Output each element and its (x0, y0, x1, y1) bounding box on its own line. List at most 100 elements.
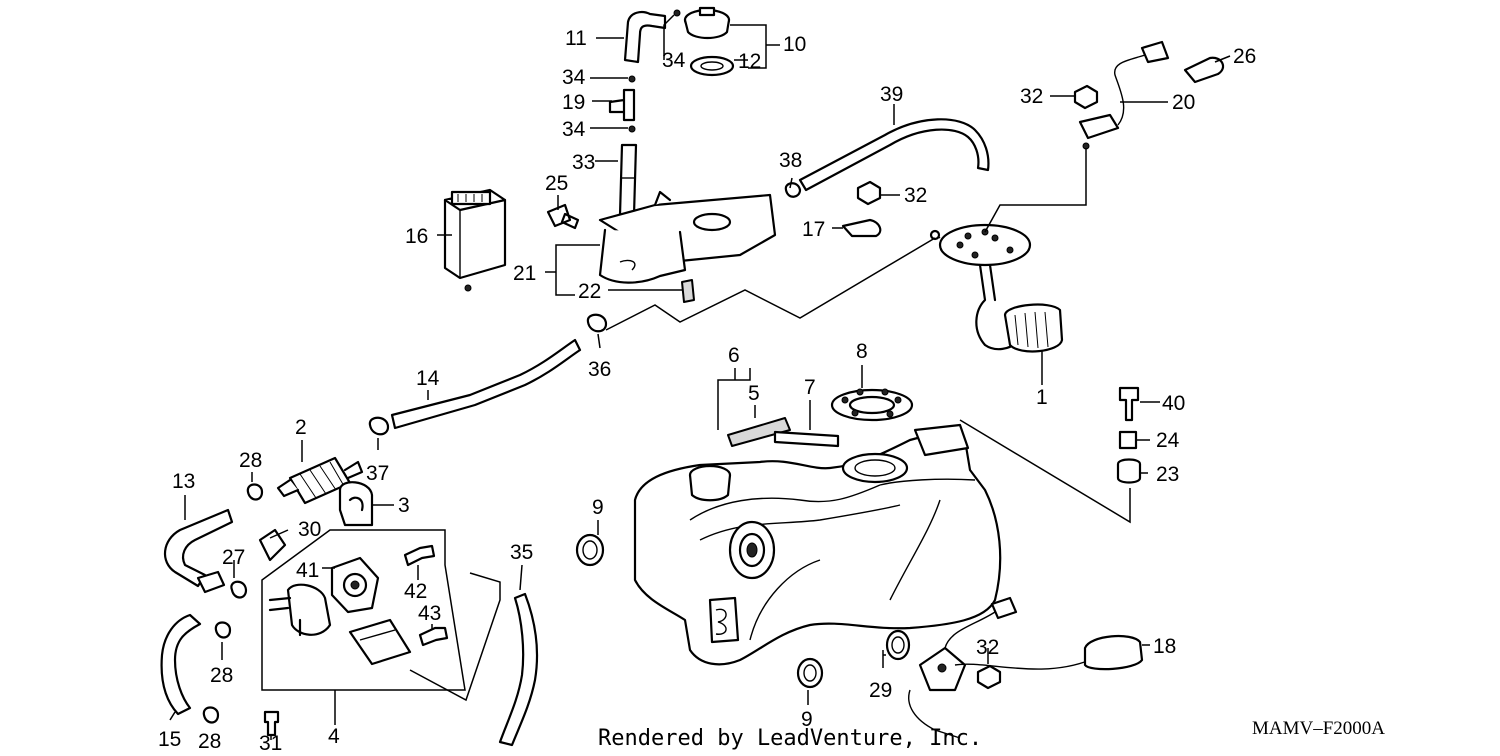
check-valve (546, 203, 580, 230)
callout-5: 5 (748, 382, 760, 405)
callout-29: 29 (869, 679, 892, 702)
render-credit: Rendered by LeadVenture, Inc. (598, 726, 982, 751)
fuel-pump-assembly (929, 223, 1064, 353)
clip (586, 313, 608, 333)
callout-18: 18 (1153, 635, 1176, 658)
callout-27: 27 (222, 546, 245, 569)
callout-28: 28 (210, 664, 233, 687)
wire-clip (1183, 56, 1225, 84)
clip (230, 580, 248, 599)
leader-lines (169, 14, 1231, 740)
callout-26: 26 (1233, 45, 1256, 68)
callout-13: 13 (172, 470, 195, 493)
callout-25: 25 (545, 172, 568, 195)
wire-harness (1078, 40, 1170, 150)
callout-6: 6 (728, 344, 740, 367)
hose-segment (618, 143, 638, 217)
clip (368, 416, 390, 436)
cap-gasket (689, 55, 735, 77)
callout-3: 3 (398, 494, 410, 517)
callout-19: 19 (562, 91, 585, 114)
callout-31: 31 (259, 732, 282, 755)
callout-34: 34 (662, 49, 686, 72)
callout-40: 40 (1162, 392, 1185, 415)
callout-12: 12 (738, 50, 761, 73)
callout-21: 21 (513, 262, 536, 285)
canister-assembly (598, 190, 777, 284)
callout-labels: 1 2 3 4 5 6 7 8 9 9 10 11 12 13 14 15 16… (158, 27, 1256, 755)
fuel-filter (276, 456, 364, 505)
clip (628, 125, 636, 133)
callout-32: 32 (1020, 85, 1043, 108)
rubber-strip (727, 417, 791, 447)
callout-7: 7 (804, 376, 816, 399)
elbow-hose (623, 11, 667, 64)
clip (202, 706, 220, 724)
clip (246, 483, 264, 501)
diagram-code: MAMV–F2000A (1252, 718, 1385, 739)
bolt (1118, 386, 1140, 422)
callout-28: 28 (198, 730, 221, 753)
rubber-grommet (1116, 458, 1142, 484)
callout-17: 17 (802, 218, 825, 241)
fuel-hose (160, 613, 202, 716)
valve-assembly (268, 556, 412, 666)
callout-15: 15 (158, 728, 181, 751)
callout-41: 41 (296, 559, 319, 582)
fuel-level-sensor (908, 596, 1144, 739)
cushion-pad (681, 279, 695, 303)
o-ring (885, 629, 911, 661)
drain-hose (498, 592, 539, 747)
callout-34: 34 (562, 66, 586, 89)
callout-9: 9 (801, 708, 813, 731)
drain-bolt (263, 710, 280, 737)
callout-39: 39 (880, 83, 903, 106)
callout-9: 9 (592, 496, 604, 519)
callout-24: 24 (1156, 429, 1180, 452)
callout-20: 20 (1172, 91, 1195, 114)
rubber-tube (773, 430, 840, 448)
callout-43: 43 (418, 602, 441, 625)
callout-2: 2 (295, 416, 307, 439)
callout-8: 8 (856, 340, 868, 363)
callout-37: 37 (366, 462, 389, 485)
callout-32: 32 (976, 636, 999, 659)
grommet (575, 533, 605, 567)
callout-11: 11 (565, 27, 587, 50)
hose-clamp (841, 218, 882, 238)
clip (673, 9, 681, 17)
collar (1118, 430, 1138, 450)
mount-flange (830, 388, 914, 422)
breather-hose (798, 118, 990, 192)
callout-38: 38 (779, 149, 802, 172)
grommet (796, 657, 824, 689)
clip (784, 182, 802, 198)
clip (628, 75, 636, 83)
nut (1073, 84, 1099, 110)
callout-34: 34 (562, 118, 586, 141)
callout-22: 22 (578, 280, 601, 303)
nut (976, 664, 1002, 690)
callout-30: 30 (298, 518, 321, 541)
rubber-mount (338, 481, 374, 527)
bracket-clip (258, 528, 287, 562)
long-hose (390, 338, 582, 430)
callout-35: 35 (510, 541, 533, 564)
callout-28: 28 (239, 449, 262, 472)
clip (214, 621, 232, 639)
callout-4: 4 (328, 725, 340, 748)
callout-42: 42 (404, 580, 427, 603)
callout-36: 36 (588, 358, 611, 381)
bolt (418, 626, 449, 647)
hose-joint (608, 88, 636, 122)
callout-14: 14 (416, 367, 440, 390)
callout-10: 10 (783, 33, 806, 56)
nut (856, 180, 882, 206)
bolt (403, 544, 436, 567)
callout-1: 1 (1036, 386, 1048, 409)
control-unit (443, 188, 507, 292)
fuel-cap (683, 6, 731, 40)
fuel-tank (633, 423, 1002, 666)
